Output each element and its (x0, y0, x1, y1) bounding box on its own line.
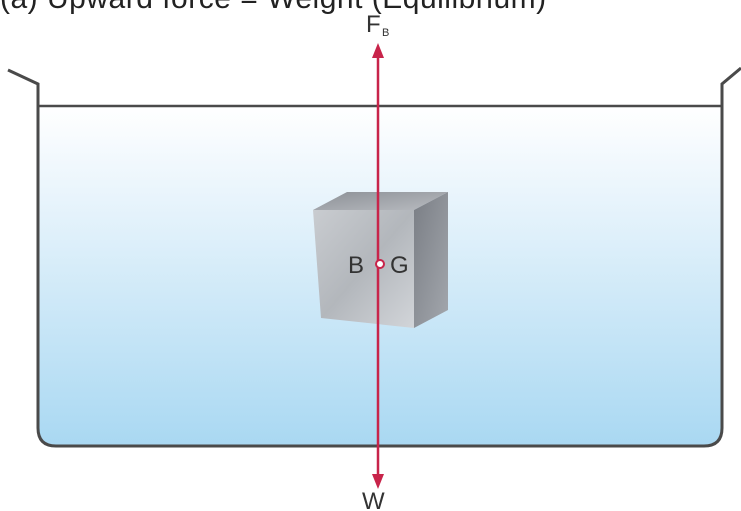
cube-side-face (414, 192, 448, 328)
buoyant-force-subscript: B (382, 27, 389, 39)
centre-of-buoyancy-label: B (348, 252, 364, 279)
buoyant-force-label: F (366, 11, 381, 38)
weight-label: W (362, 488, 385, 511)
cube-top-face (313, 192, 448, 210)
submerged-cube (313, 192, 448, 328)
centre-point (375, 259, 385, 269)
buoyant-arrowhead (372, 43, 384, 58)
cube-front-face (313, 210, 414, 328)
figure-caption: (a) Upward force = Weight (Equilibrium) (0, 0, 547, 16)
centre-of-gravity-label: G (390, 252, 409, 279)
tank-outline (7, 66, 741, 448)
weight-arrowhead (372, 474, 384, 489)
